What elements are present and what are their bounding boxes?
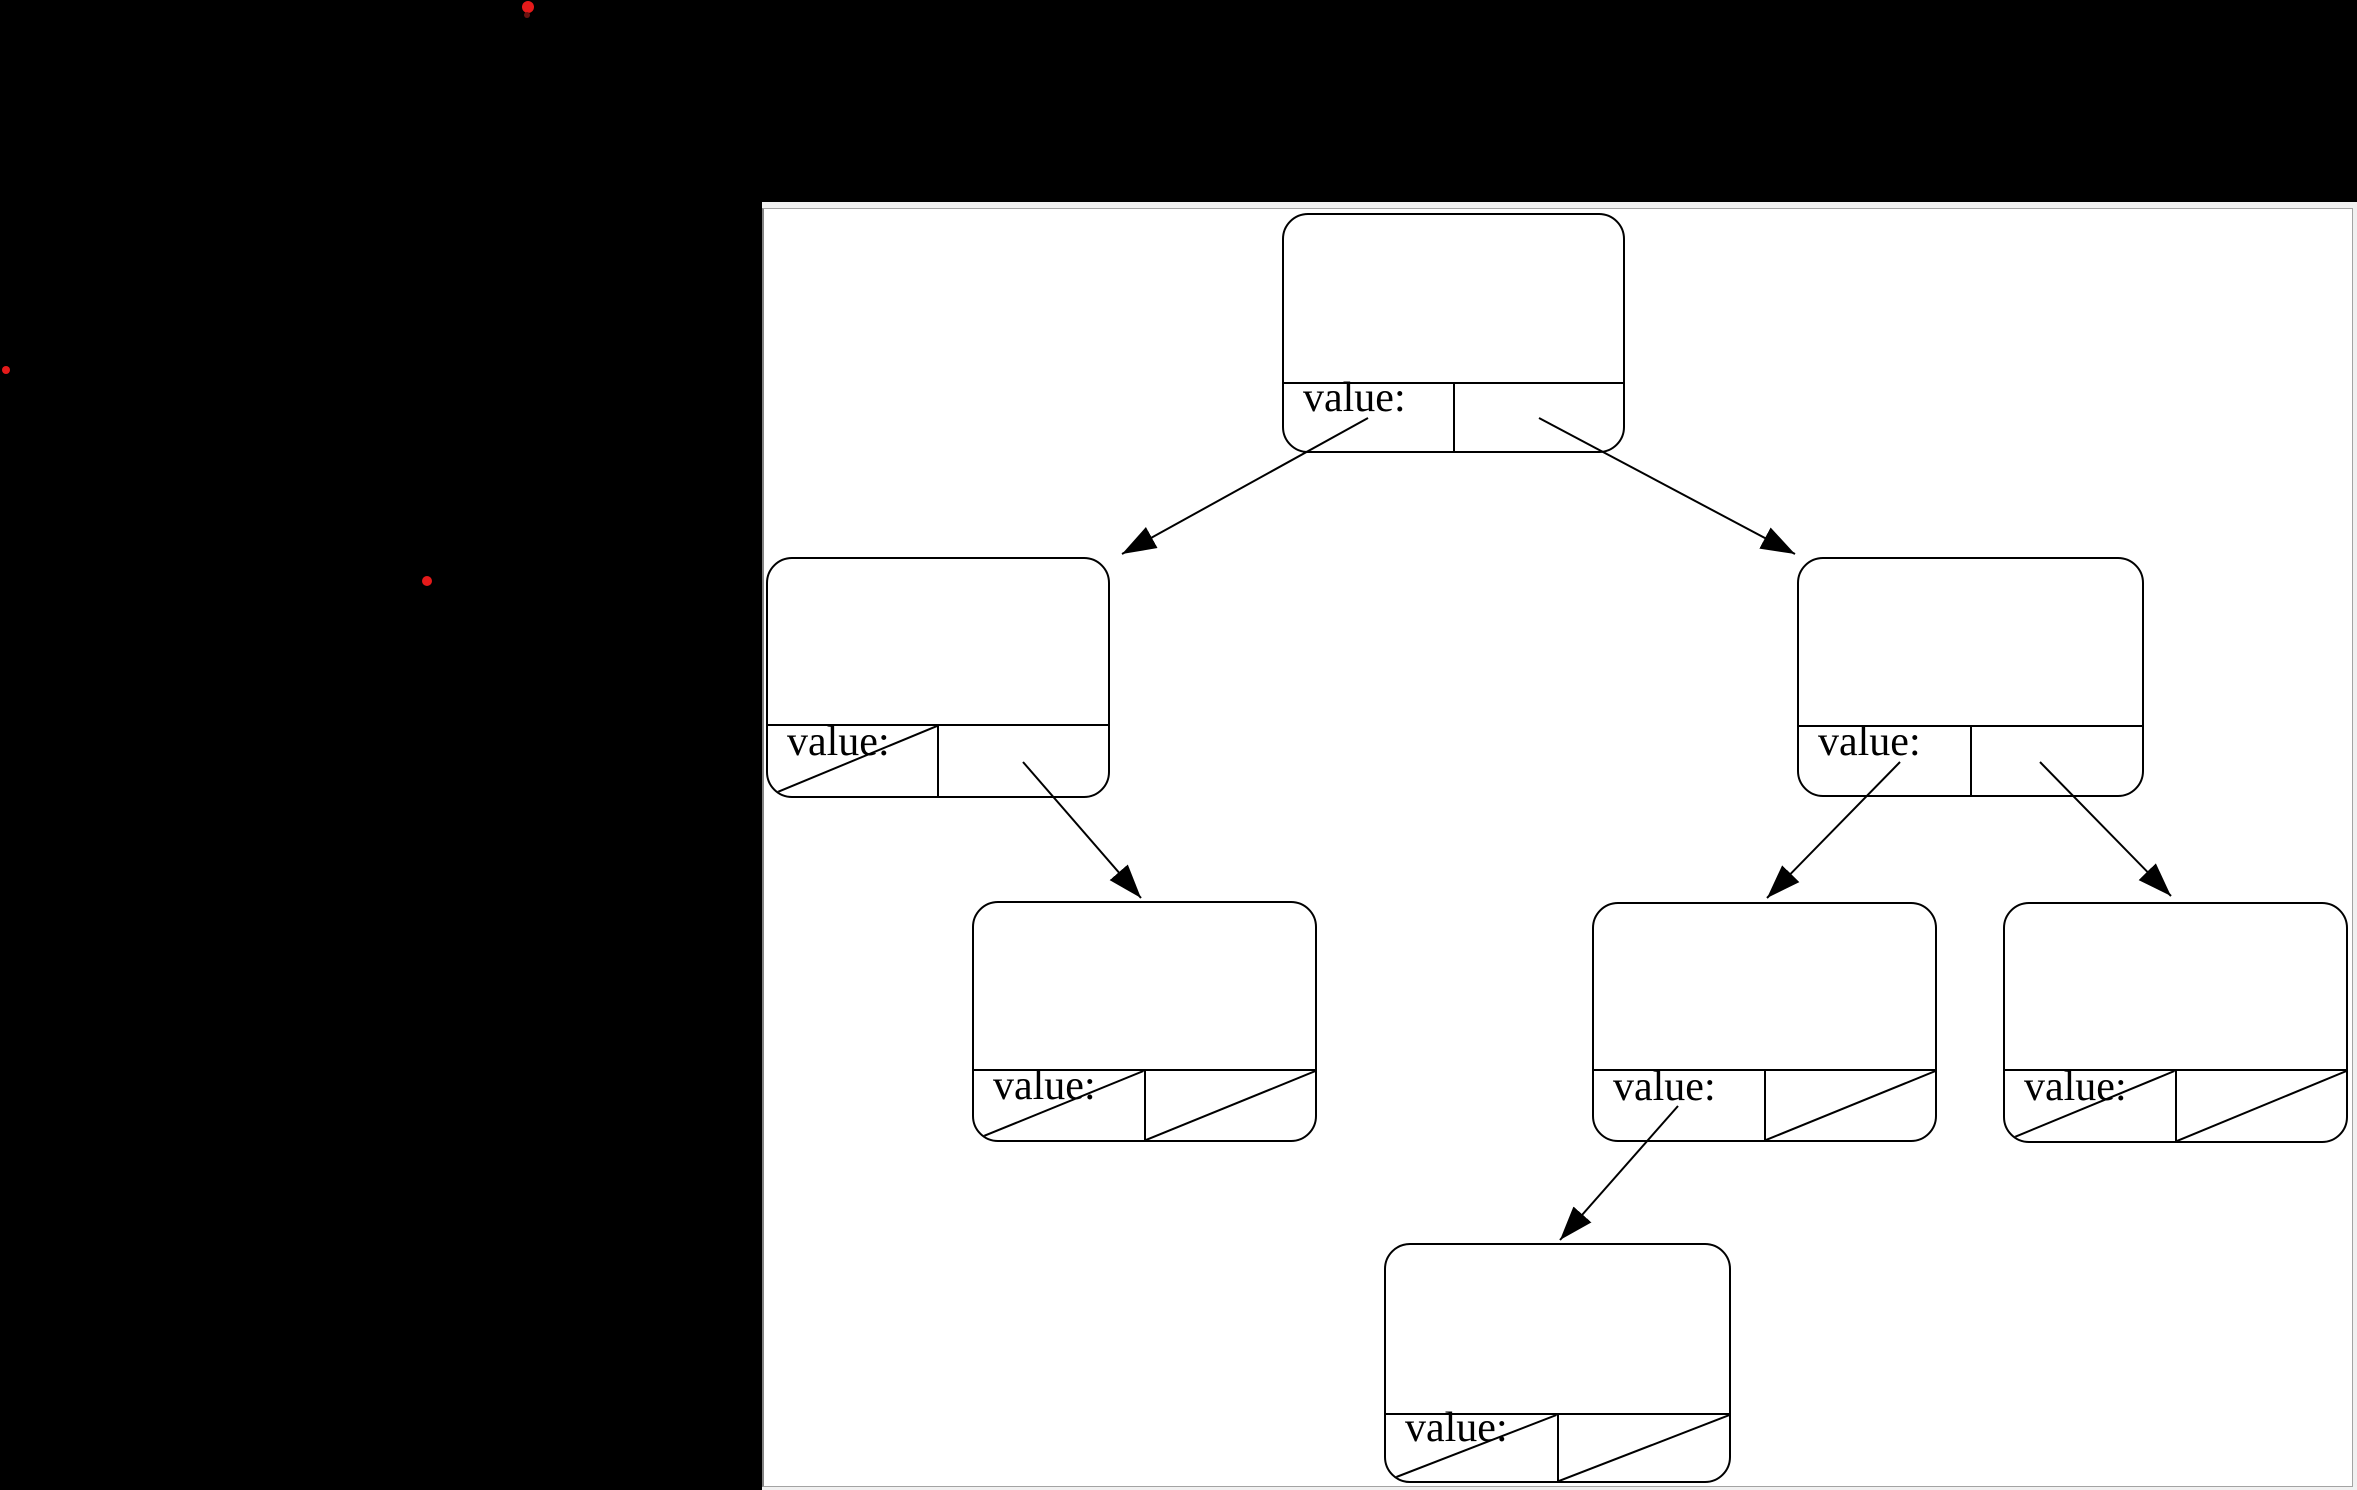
pointer-row — [2005, 1069, 2346, 1141]
node-value-label: value: — [2024, 1064, 2127, 1110]
right-pointer-cell — [1763, 1071, 1936, 1140]
node-value-label: value: — [1613, 1064, 1716, 1110]
node-value-label: value: — [1405, 1405, 1508, 1451]
tree-node-left-right: value: color: — [972, 901, 1317, 1142]
red-pointer-dot — [2, 366, 10, 374]
node-fields: value: color: — [787, 580, 890, 796]
null-pointer-slash-icon — [1146, 1071, 1316, 1140]
null-pointer-slash-icon — [974, 1071, 1144, 1140]
right-pointer-cell — [1143, 1071, 1316, 1140]
left-pointer-cell — [768, 726, 937, 796]
node-fields: value: color: — [1613, 925, 1716, 1140]
null-pointer-slash-icon — [2005, 1071, 2175, 1141]
pointer-row — [768, 724, 1108, 796]
right-pointer-cell — [1969, 727, 2143, 795]
left-pointer-cell — [1284, 384, 1453, 451]
pointer-row — [1284, 382, 1623, 451]
pointer-row — [1386, 1413, 1729, 1481]
right-pointer-cell — [2174, 1071, 2347, 1141]
tree-node-root: value: color: — [1282, 213, 1625, 453]
red-pointer-dot — [522, 1, 534, 13]
pointer-row — [974, 1069, 1315, 1140]
left-pointer-cell — [1799, 727, 1970, 795]
right-pointer-cell — [937, 726, 1108, 796]
pointer-row — [1799, 725, 2142, 795]
node-value-label: value: — [787, 719, 890, 765]
pointer-row — [1594, 1069, 1935, 1140]
red-pointer-dot — [422, 576, 432, 586]
right-pointer-cell — [1556, 1415, 1730, 1481]
left-pointer-cell — [974, 1071, 1144, 1140]
node-fields: value: color: — [1405, 1266, 1508, 1481]
left-pointer-cell — [1386, 1415, 1557, 1481]
red-pointer-dot-trail — [524, 12, 530, 18]
tree-node-bottom: value: color: — [1384, 1243, 1731, 1483]
left-pointer-cell — [2005, 1071, 2175, 1141]
tree-node-left: value: color: — [766, 557, 1110, 798]
null-pointer-slash-icon — [1559, 1415, 1730, 1481]
node-fields: value: color: — [2024, 925, 2127, 1141]
null-pointer-slash-icon — [1766, 1071, 1936, 1140]
null-pointer-slash-icon — [768, 726, 937, 796]
tree-node-right-right: value: color: — [2003, 902, 2348, 1143]
left-pointer-cell — [1594, 1071, 1764, 1140]
null-pointer-slash-icon — [1386, 1415, 1557, 1481]
right-pointer-cell — [1452, 384, 1624, 451]
null-pointer-slash-icon — [2177, 1071, 2347, 1141]
tree-node-right-left: value: color: — [1592, 902, 1937, 1142]
tree-node-right: value: color: — [1797, 557, 2144, 797]
